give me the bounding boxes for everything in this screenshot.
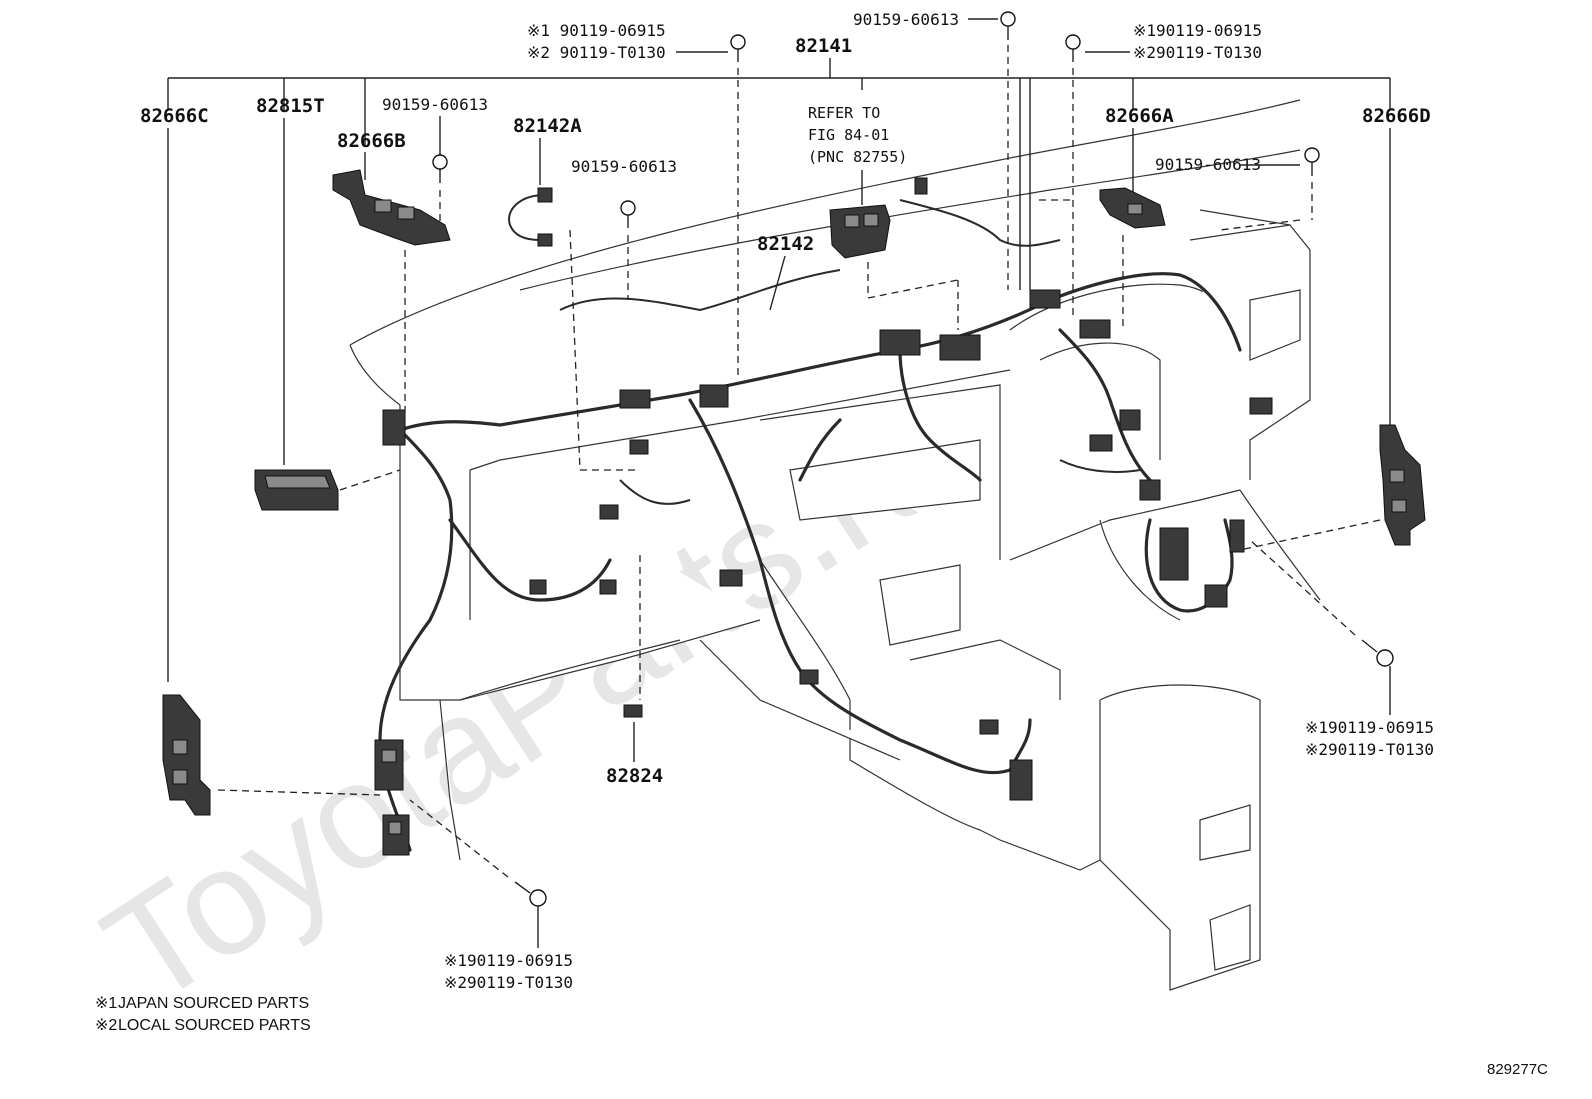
lower-left-connectors	[374, 739, 410, 856]
part-label-82141: 82141	[795, 35, 852, 57]
bolt-90159-60613-left: 90159-60613	[382, 95, 488, 225]
refer-note-line-1: REFER TO	[808, 104, 880, 122]
bolt-label-left: 90159-60613	[382, 95, 488, 114]
legend-text-1: JAPAN SOURCED PARTS	[118, 995, 309, 1012]
bolt-90159-60613-right: 90159-60613	[1155, 147, 1320, 220]
harness-connectors	[382, 289, 1273, 801]
bolt-alt-top-left-line-1: ※1 90119-06915	[527, 21, 666, 40]
legend-mark-2: ※2	[95, 1017, 117, 1034]
sub-harness-82142A	[508, 187, 553, 247]
part-label-82142: 82142	[757, 233, 814, 255]
refer-note: REFER TO FIG 84-01 (PNC 82755)	[808, 104, 928, 259]
part-label-82666A: 82666A	[1105, 105, 1174, 127]
bracket-82666B	[332, 169, 451, 246]
bracket-82666A	[1099, 187, 1166, 229]
bolt-90159-60613-top: 90159-60613	[853, 10, 1016, 290]
bolt-alt-top-left-line-2: ※2 90119-T0130	[527, 43, 666, 62]
bolt-label-mid: 90159-60613	[571, 157, 677, 176]
refer-note-line-2: FIG 84-01	[808, 126, 889, 144]
part-label-82142A: 82142A	[513, 115, 582, 137]
instrument-panel-outline	[349, 99, 1321, 991]
legend: ※1 JAPAN SOURCED PARTS ※2 LOCAL SOURCED …	[95, 995, 311, 1034]
bolt-alt-right-line-2: ※290119-T0130	[1305, 740, 1434, 759]
bolt-alt-top-right: ※190119-06915 ※290119-T0130	[1065, 21, 1262, 320]
bolt-label-right: 90159-60613	[1155, 155, 1261, 174]
bolt-alt-bottom-line-2: ※290119-T0130	[444, 973, 573, 992]
part-label-82666B: 82666B	[337, 130, 406, 152]
bolt-alt-right: ※190119-06915 ※290119-T0130	[1249, 539, 1434, 759]
bolt-alt-top-right-line-2: ※290119-T0130	[1133, 43, 1262, 62]
cover-82815T	[254, 469, 339, 511]
bolt-alt-top-left: ※1 90119-06915 ※2 90119-T0130	[527, 21, 746, 380]
part-label-82666D: 82666D	[1362, 105, 1431, 127]
part-label-82666C: 82666C	[140, 105, 209, 127]
refer-note-line-3: (PNC 82755)	[808, 148, 907, 166]
legend-text-2: LOCAL SOURCED PARTS	[118, 1017, 311, 1034]
install-leaders	[217, 199, 1381, 796]
group-bracket	[167, 58, 1391, 290]
clamp-82666D	[1379, 424, 1426, 546]
bolt-alt-top-right-line-1: ※190119-06915	[1133, 21, 1262, 40]
clamp-82666C	[162, 694, 211, 816]
bolt-alt-bottom: ※190119-06915 ※290119-T0130	[409, 799, 573, 992]
bolt-alt-bottom-line-1: ※190119-06915	[444, 951, 573, 970]
part-label-82824: 82824	[606, 765, 663, 787]
right-lower-connectors	[1159, 519, 1245, 608]
legend-mark-1: ※1	[95, 995, 117, 1012]
figure-code: 829277C	[1487, 1061, 1548, 1078]
bolt-alt-right-line-1: ※190119-06915	[1305, 718, 1434, 737]
bolt-90159-60613-mid: 90159-60613	[571, 157, 677, 300]
bolt-label-top: 90159-60613	[853, 10, 959, 29]
clip-82824	[623, 704, 643, 718]
part-label-82815T: 82815T	[256, 95, 325, 117]
